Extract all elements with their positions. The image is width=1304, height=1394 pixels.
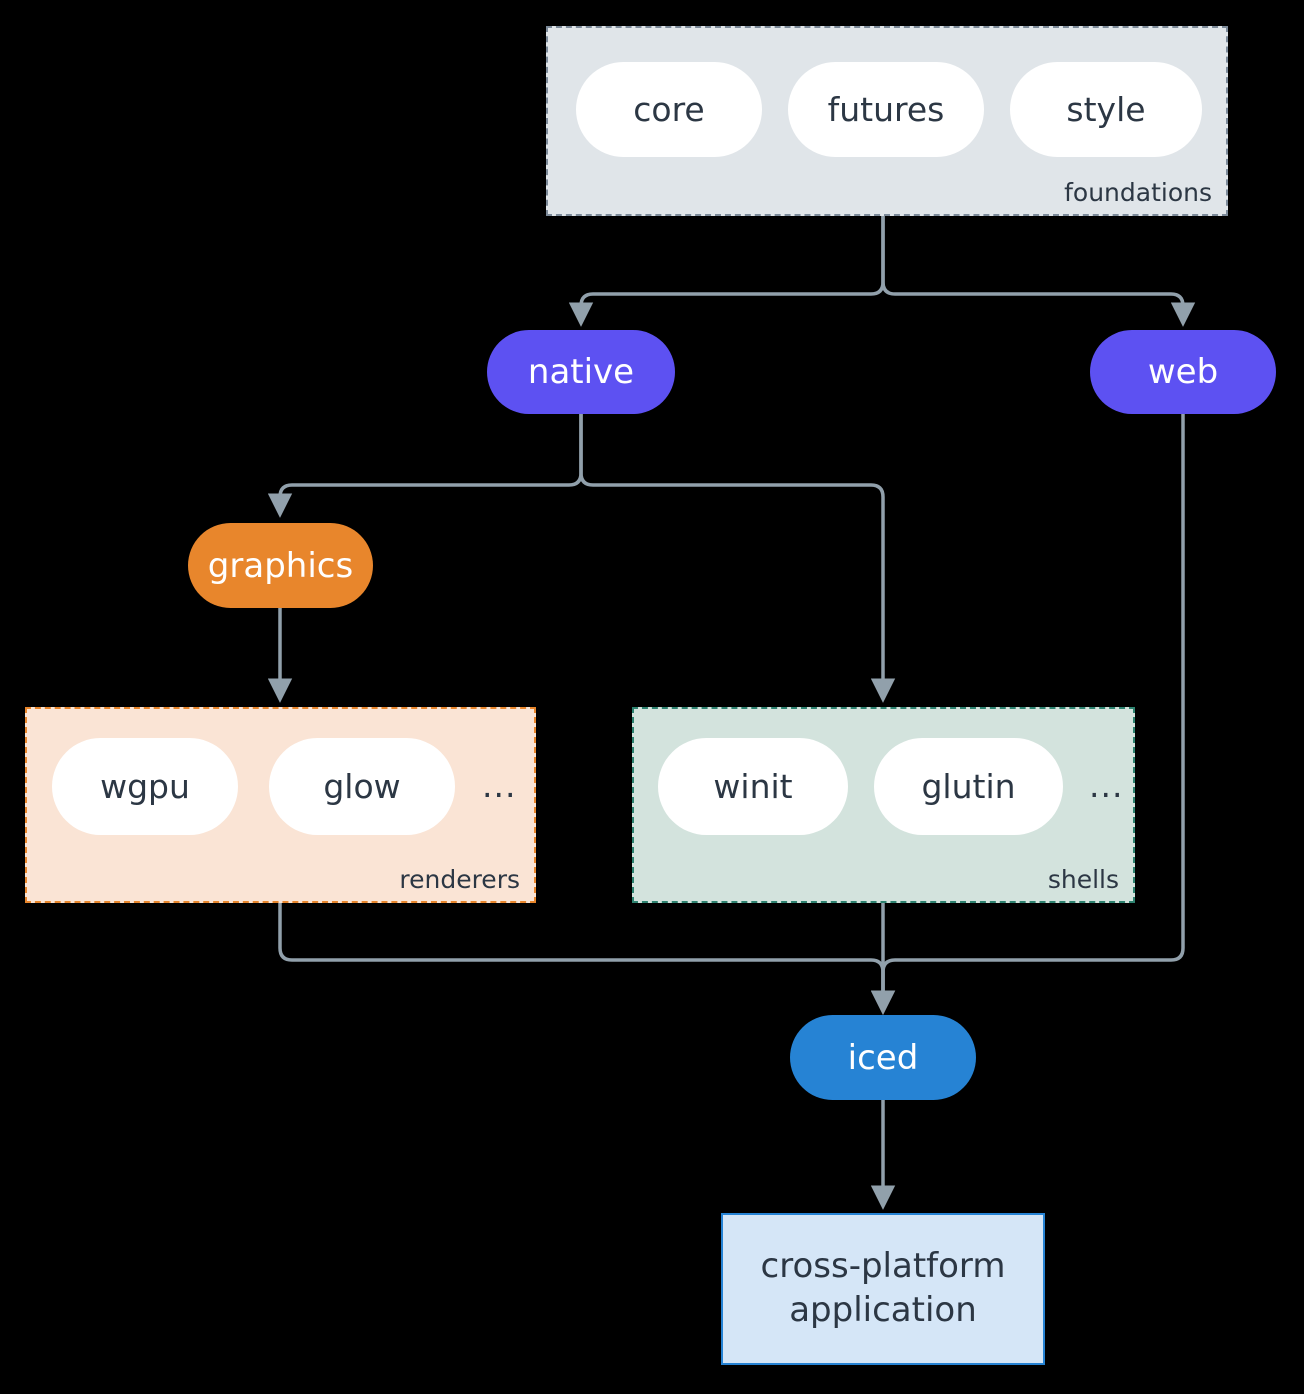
- edge-foundations-native: [568, 214, 885, 327]
- node-glow[interactable]: glow: [269, 738, 455, 835]
- node-futures[interactable]: futures: [788, 62, 984, 157]
- node-glow-label: glow: [323, 767, 401, 806]
- node-graphics[interactable]: graphics: [188, 523, 373, 608]
- node-winit-label: winit: [713, 767, 793, 806]
- node-application-line1: cross-platform: [760, 1246, 1006, 1287]
- node-web-label: web: [1147, 352, 1219, 392]
- group-shells: winit glutin ... shells: [632, 707, 1135, 903]
- node-iced-label: iced: [847, 1037, 919, 1078]
- group-renderers: wgpu glow ... renderers: [25, 707, 536, 903]
- node-winit[interactable]: winit: [658, 738, 848, 835]
- group-renderers-label: renderers: [399, 864, 520, 894]
- group-shells-label: shells: [1047, 864, 1119, 894]
- group-foundations: core futures style foundations: [546, 26, 1228, 216]
- node-glutin-label: glutin: [921, 767, 1016, 806]
- node-native-label: native: [527, 352, 635, 392]
- shells-ellipsis: ...: [1089, 766, 1124, 805]
- node-core-label: core: [633, 90, 705, 129]
- node-iced[interactable]: iced: [790, 1015, 976, 1100]
- renderers-ellipsis: ...: [482, 766, 517, 805]
- node-application[interactable]: cross-platform application: [721, 1213, 1045, 1365]
- node-futures-label: futures: [827, 90, 945, 129]
- node-style-label: style: [1066, 90, 1146, 129]
- node-wgpu[interactable]: wgpu: [52, 738, 238, 835]
- edge-web-iced: [870, 412, 1185, 1015]
- node-glutin[interactable]: glutin: [874, 738, 1063, 835]
- node-application-line2: application: [789, 1290, 977, 1330]
- group-foundations-label: foundations: [1064, 177, 1212, 207]
- node-wgpu-label: wgpu: [100, 767, 190, 806]
- edge-native-graphics: [267, 412, 583, 518]
- node-graphics-label: graphics: [207, 545, 354, 586]
- edge-renderers-iced: [278, 901, 896, 1015]
- node-style[interactable]: style: [1010, 62, 1202, 157]
- node-web[interactable]: web: [1090, 330, 1276, 414]
- edge-foundations-web: [881, 214, 1196, 327]
- node-native[interactable]: native: [487, 330, 675, 414]
- node-core[interactable]: core: [576, 62, 762, 157]
- edge-native-shells: [579, 412, 896, 703]
